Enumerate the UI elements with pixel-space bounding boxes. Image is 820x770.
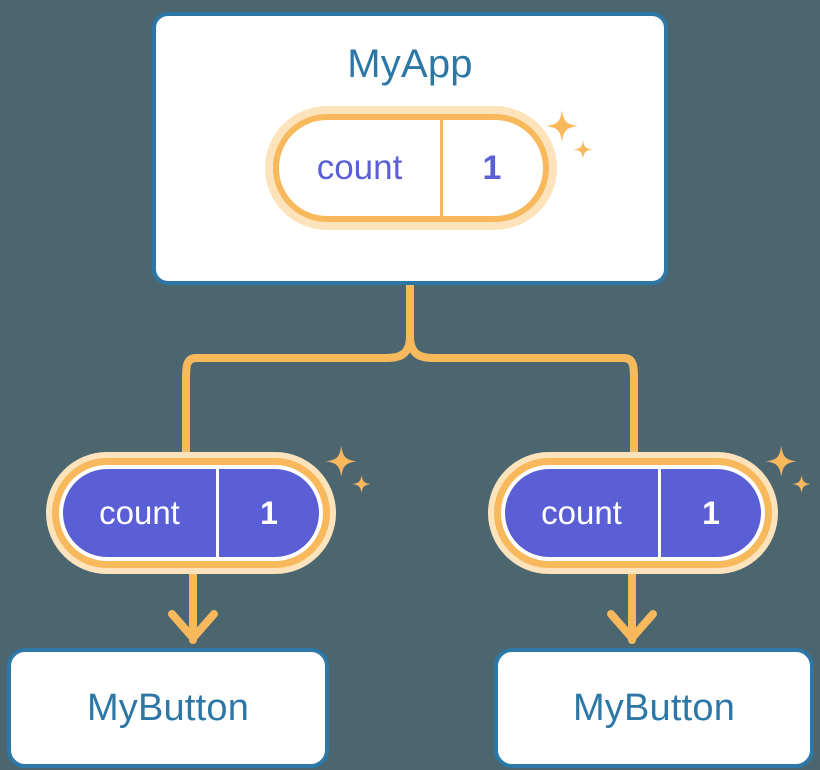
connector-branch-left xyxy=(182,332,414,456)
pill-value-cell: 1 xyxy=(443,120,541,216)
pill-key-cell: count xyxy=(279,120,443,216)
state-key-label: count xyxy=(99,494,180,531)
arrow-down-icon-right xyxy=(607,610,657,642)
pill-key-cell: count xyxy=(505,469,661,557)
child-state-pill-left[interactable]: count 1 xyxy=(46,452,336,574)
mybutton-card-left[interactable]: MyButton xyxy=(7,648,329,768)
root-state-pill[interactable]: count 1 xyxy=(265,106,557,230)
mybutton-label: MyButton xyxy=(572,686,736,729)
pill-body: count 1 xyxy=(505,469,761,557)
state-value-label: 1 xyxy=(482,148,502,187)
pill-body: count 1 xyxy=(63,469,319,557)
page-title: MyApp xyxy=(347,42,473,86)
mybutton-label: MyButton xyxy=(86,686,250,729)
child-state-pill-right[interactable]: count 1 xyxy=(488,452,778,574)
state-value-label: 1 xyxy=(260,494,278,531)
pill-value-cell: 1 xyxy=(219,469,319,557)
pill-body: count 1 xyxy=(273,114,549,222)
state-value-label: 1 xyxy=(702,494,720,531)
state-key-label: count xyxy=(316,148,403,187)
pill-value-cell: 1 xyxy=(661,469,761,557)
connector-branch-right xyxy=(406,332,638,456)
state-key-label: count xyxy=(541,494,622,531)
pill-key-cell: count xyxy=(63,469,219,557)
arrow-down-icon-left xyxy=(168,610,218,642)
mybutton-card-right[interactable]: MyButton xyxy=(494,648,814,768)
